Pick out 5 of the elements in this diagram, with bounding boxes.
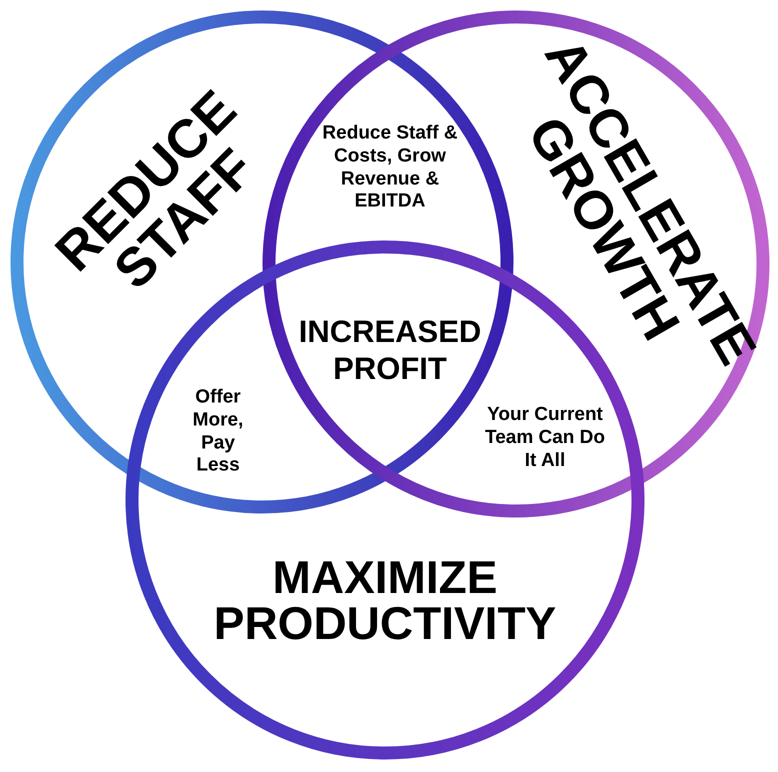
overlap-label: Offer More, Pay Less [192,386,244,478]
center-label: INCREASED PROFIT [298,312,482,388]
circle-title: MAXIMIZE PRODUCTIVITY [214,554,556,646]
overlap-label: Your Current Team Can Do It All [485,404,605,472]
overlap-label: Reduce Staff & Costs, Grow Revenue & EBITDA [321,122,459,214]
